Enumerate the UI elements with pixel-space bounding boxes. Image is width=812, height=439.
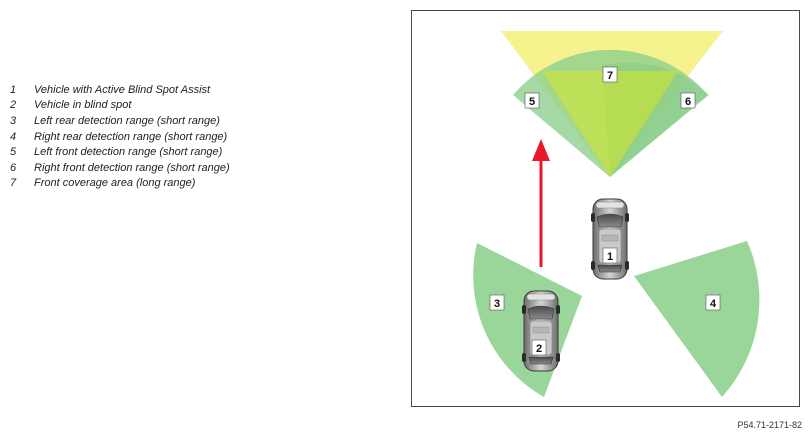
legend-item: 2 Vehicle in blind spot — [10, 98, 230, 114]
legend-number: 1 — [10, 83, 17, 96]
legend-text: Vehicle in blind spot — [34, 99, 132, 112]
svg-text:2: 2 — [536, 343, 542, 355]
legend-list: 1 Vehicle with Active Blind Spot Assist … — [10, 82, 230, 191]
blind-spot-diagram: 1 2 3 4 5 6 7 — [411, 10, 800, 407]
legend-item: 7 Front coverage area (long range) — [10, 176, 230, 192]
callout-4: 4 — [705, 294, 721, 311]
svg-text:5: 5 — [529, 96, 535, 108]
callout-6: 6 — [680, 92, 696, 109]
legend-number: 5 — [10, 146, 17, 159]
direction-arrow-head — [532, 139, 550, 161]
legend-number: 4 — [10, 130, 17, 143]
zone-right-rear — [634, 241, 760, 397]
svg-text:7: 7 — [607, 70, 613, 82]
overlap-area — [542, 71, 678, 177]
legend-item: 1 Vehicle with Active Blind Spot Assist — [10, 82, 230, 98]
callout-7: 7 — [602, 66, 618, 83]
callout-3: 3 — [489, 294, 505, 311]
callout-1: 1 — [602, 247, 618, 264]
legend-text: Right front detection range (short range… — [34, 161, 230, 174]
figure-reference-code: P54.71-2171-82 — [737, 420, 802, 430]
legend-item: 3 Left rear detection range (short range… — [10, 113, 230, 129]
diagram-canvas: 1 2 3 4 5 6 7 — [473, 31, 760, 397]
legend-number: 2 — [10, 99, 17, 112]
vehicle-with-blind-spot-assist — [590, 198, 630, 280]
legend-text: Front coverage area (long range) — [34, 177, 196, 190]
legend-number: 6 — [10, 161, 17, 174]
legend-number: 7 — [10, 177, 17, 190]
legend-text: Left rear detection range (short range) — [34, 114, 220, 127]
legend-item: 4 Right rear detection range (short rang… — [10, 129, 230, 145]
callout-5: 5 — [524, 92, 540, 109]
legend-item: 5 Left front detection range (short rang… — [10, 144, 230, 160]
legend-item: 6 Right front detection range (short ran… — [10, 160, 230, 176]
legend-text: Left front detection range (short range) — [34, 146, 223, 159]
svg-text:6: 6 — [685, 96, 691, 108]
legend-text: Vehicle with Active Blind Spot Assist — [34, 83, 211, 96]
svg-text:1: 1 — [607, 251, 613, 263]
legend-number: 3 — [10, 114, 17, 127]
svg-text:4: 4 — [710, 298, 717, 310]
svg-text:3: 3 — [494, 298, 500, 310]
vehicle-in-blind-spot — [521, 290, 561, 372]
legend-text: Right rear detection range (short range) — [34, 130, 228, 143]
callout-2: 2 — [531, 339, 547, 356]
